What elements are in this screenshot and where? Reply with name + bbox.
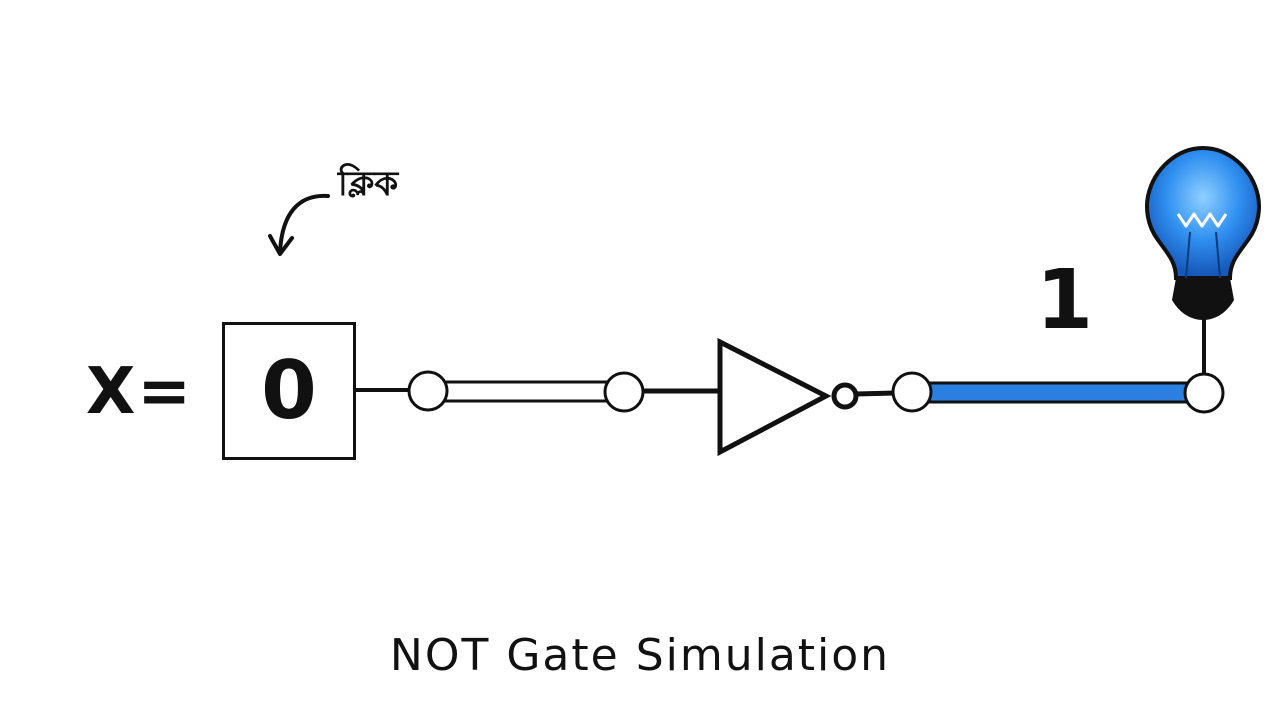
click-hint: ক্লিক [338,164,399,204]
light-bulb-icon [1145,145,1261,320]
input-wire [426,380,626,403]
wire-node [603,371,645,413]
output-value: 1 [1036,253,1094,348]
input-label: X= [86,355,193,429]
output-wire [916,381,1198,404]
wire-node [1183,372,1225,414]
inversion-bubble [831,382,859,410]
caption: NOT Gate Simulation [389,630,891,681]
input-value: 0 [261,344,317,437]
curved-arrow-icon [268,193,330,256]
not-gate-icon [717,337,832,457]
input-toggle-button[interactable]: 0 [222,322,356,460]
wire-node [891,371,933,413]
wire-node [407,370,449,412]
gate-output-wire [855,390,895,397]
